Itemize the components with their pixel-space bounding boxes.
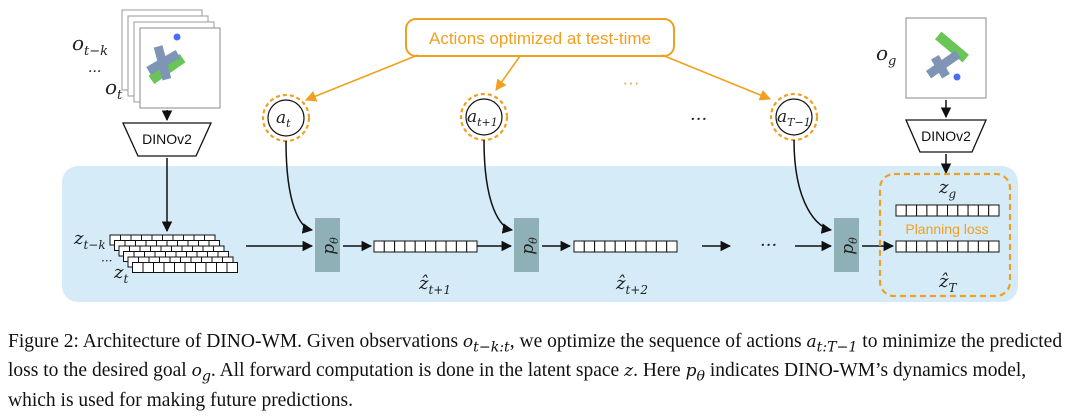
predictor-block-3: pθ: [834, 218, 860, 272]
dinov2-encoder: DINOv2: [121, 122, 213, 157]
callout-dots: ···: [623, 73, 640, 92]
final-latent-label: ẑT: [938, 271, 957, 295]
action-gap-dots: ···: [690, 109, 707, 130]
predictor-block-2: pθ: [514, 218, 540, 272]
predictor-label-1: pθ: [319, 237, 341, 255]
obs-label-top: ot−k: [72, 31, 108, 59]
predictor-label-3: pθ: [838, 237, 860, 255]
caption-text-2: , we optimize the sequence of actions: [509, 331, 807, 352]
pred-latent-label-1: ẑt+1: [418, 273, 451, 297]
figure-label: Figure 2:: [8, 331, 79, 352]
caption-math-og: og: [191, 361, 211, 385]
callout-arrow-a-t: [304, 54, 419, 102]
action-to-predictor-arrow-1: [285, 140, 314, 234]
obs-label-dots: ···: [88, 64, 101, 80]
latent-label-top: zt−k: [73, 228, 106, 252]
planning-loss-label: Planning loss: [905, 221, 988, 237]
actions-callout-label: Actions optimized at test-time: [429, 29, 651, 48]
latent-space-panel: [62, 166, 1018, 302]
caption-text-5: . Here: [633, 360, 686, 382]
caption-math-z: z: [624, 361, 634, 382]
action-label-T1: aT−1: [777, 107, 811, 129]
goal-latent-bar: [895, 204, 1000, 217]
callout-arrow-a-T1: [661, 54, 772, 101]
goal-observation: [905, 17, 987, 99]
action-label-t1: at+1: [467, 107, 498, 129]
predictor-block-1: pθ: [315, 218, 341, 272]
latent-patch-stack: [109, 234, 238, 273]
latent-label-dots: ···: [101, 254, 112, 268]
observation-stack: [121, 9, 221, 109]
action-node-t: at: [261, 93, 311, 143]
pred-latent-label-2: ẑt+2: [615, 273, 648, 297]
chain-dots: ···: [760, 235, 777, 256]
latent-bar-t1: [373, 240, 478, 253]
action-label-t: at: [276, 108, 291, 130]
predictor-label-2: pθ: [518, 237, 540, 255]
actions-callout-box: [405, 18, 675, 57]
goal-obs-label: og: [876, 41, 896, 69]
caption-text-6: indicates DINO-WM’s dynamics model, whic…: [8, 360, 1027, 411]
caption-text-1: Architecture of DINO-WM. Given observati…: [78, 331, 463, 352]
action-node-t1: at+1: [459, 92, 509, 142]
goal-dinov2-encoder: DINOv2: [905, 119, 987, 153]
caption-text-4: . All forward computation is done in the…: [210, 360, 625, 382]
encoder-label: DINOv2: [142, 131, 192, 147]
action-node-T1: aT−1: [769, 92, 819, 142]
latent-patch-row: [132, 262, 238, 273]
caption-math-o: ot−k:t: [462, 332, 510, 356]
planning-loss-box: [878, 172, 1012, 298]
caption-math-a: at:T−1: [806, 332, 858, 356]
goal-latent-label: zg: [938, 177, 956, 201]
action-to-predictor-arrow-3: [793, 139, 833, 234]
predicted-latent-bars: [373, 204, 1000, 253]
figure-caption: Figure 2: Architecture of DINO-WM. Given…: [8, 330, 1074, 413]
obs-label-bottom: ot: [105, 75, 123, 103]
latent-label-bottom: zt: [113, 262, 128, 286]
architecture-diagram: ot−k ··· ot DINOv2 zt−k ··· zt Actions o…: [62, 9, 1018, 302]
caption-math-p: pθ: [685, 361, 705, 385]
action-to-predictor-arrow-2: [483, 139, 514, 234]
goal-t-block-icon: [925, 31, 970, 81]
caption-text-3: to minimize the predicted loss to the de…: [8, 331, 1063, 382]
t-block-icon: [146, 33, 186, 84]
goal-encoder-label: DINOv2: [921, 128, 971, 144]
final-latent-bar: [895, 240, 1000, 253]
callout-arrow-a-t1: [495, 55, 521, 91]
latent-bar-t2: [573, 240, 678, 253]
